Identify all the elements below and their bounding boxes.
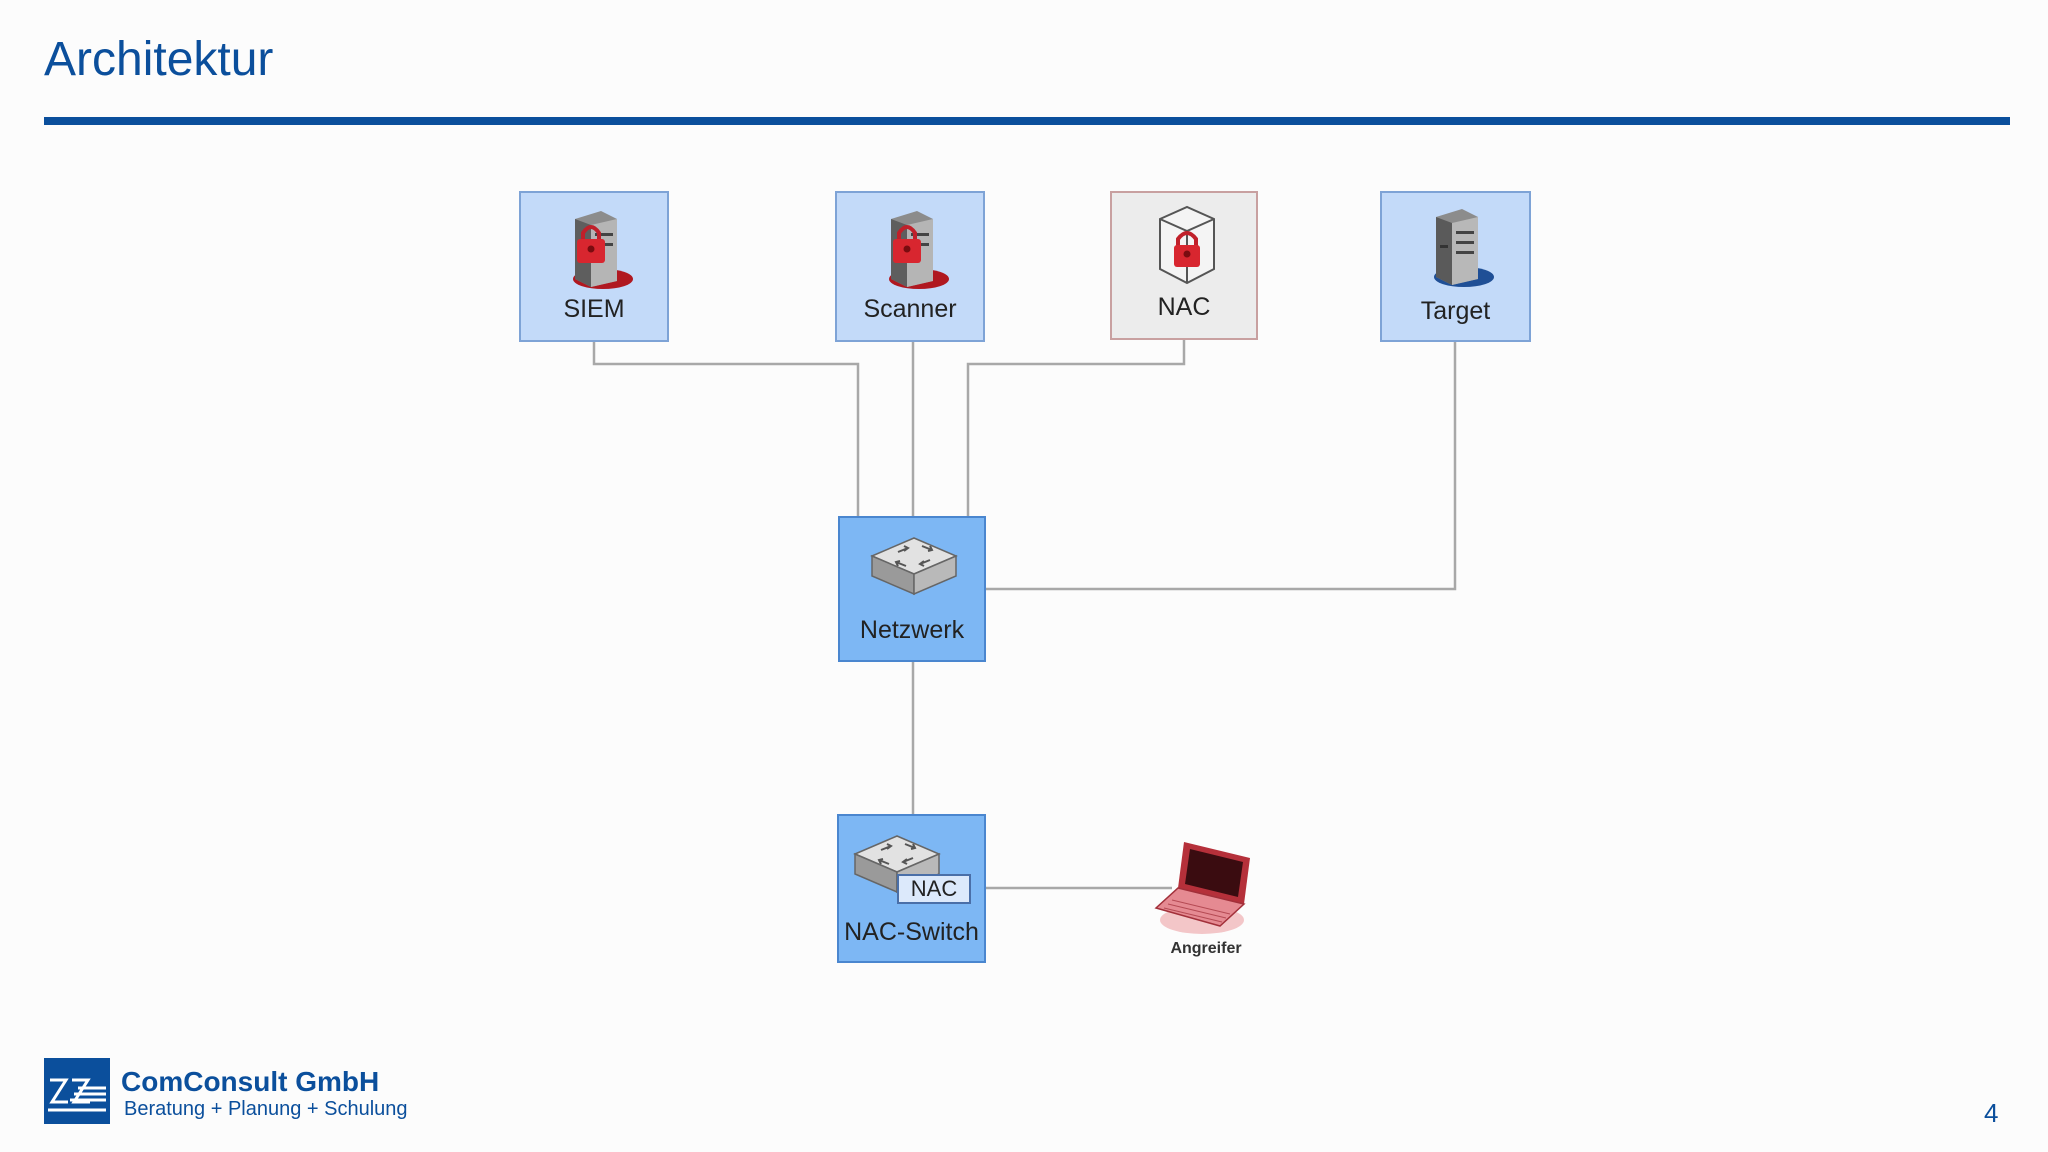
company-tagline: Beratung + Planung + Schulung xyxy=(124,1098,408,1120)
title-rule xyxy=(44,117,2010,125)
nac-label: NAC xyxy=(1157,293,1211,321)
secure-server-icon xyxy=(1159,205,1215,285)
netzwerk-label: Netzwerk xyxy=(859,616,965,644)
scanner-label: Scanner xyxy=(863,295,957,323)
siem-label: SIEM xyxy=(563,295,625,323)
target-label: Target xyxy=(1420,297,1491,325)
nac-switch-node[interactable]: NAC NAC-Switch xyxy=(837,814,986,963)
connector-nac-netzwerk xyxy=(966,340,1186,516)
nac-node[interactable]: NAC xyxy=(1110,191,1258,340)
slide-title: Architektur xyxy=(44,33,274,86)
laptop-icon[interactable] xyxy=(1150,836,1262,940)
server-icon xyxy=(1434,209,1494,287)
angreifer-label: Angreifer xyxy=(1170,940,1242,957)
connector-target-netzwerk xyxy=(986,342,1457,591)
nac-switch-label: NAC-Switch xyxy=(844,918,979,946)
target-node[interactable]: Target xyxy=(1380,191,1531,342)
switch-icon xyxy=(870,537,958,596)
netzwerk-node[interactable]: Netzwerk xyxy=(838,516,986,662)
secure-server-icon xyxy=(889,211,949,289)
company-name: ComConsult GmbH xyxy=(121,1066,380,1097)
scanner-node[interactable]: Scanner xyxy=(835,191,985,342)
comconsult-logo-icon xyxy=(44,1058,110,1124)
nac-tag: NAC xyxy=(897,874,971,904)
page-number: 4 xyxy=(1984,1098,1999,1128)
connector-siem-netzwerk xyxy=(592,342,860,516)
secure-server-icon xyxy=(573,211,633,289)
siem-node[interactable]: SIEM xyxy=(519,191,669,342)
